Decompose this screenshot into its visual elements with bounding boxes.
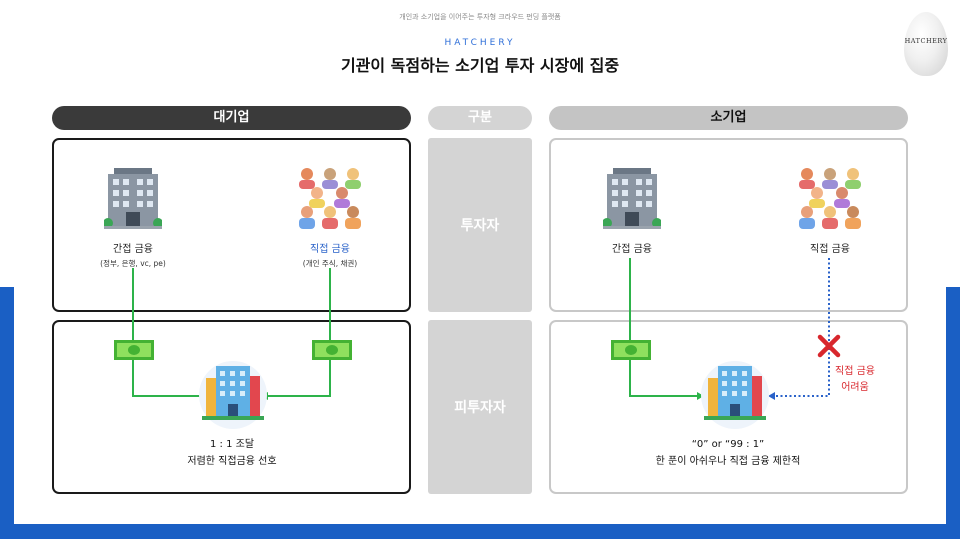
company-building-icon: [199, 361, 267, 429]
left-indirect-finance-sub: (정부, 은행, vc, pe): [100, 259, 166, 268]
office-building-icon: [603, 168, 661, 229]
logo-text: HATCHERY: [904, 37, 948, 45]
crowd-people-icon: [799, 168, 861, 229]
row-label-investor: 투자자: [460, 218, 500, 234]
header-tagline: 개인과 소기업을 이어주는 투자형 크라우드 펀딩 플랫폼: [399, 13, 561, 21]
blocked-x-icon: [817, 334, 841, 358]
left-direct-finance-sub: (개인 주식, 채권): [302, 259, 358, 268]
office-building-icon: [104, 168, 162, 229]
right-direct-finance-label: 직접 금융: [810, 244, 850, 255]
money-bill-icon: [114, 340, 154, 360]
row-label-investor-box: [428, 138, 532, 312]
left-indirect-finance-label: 간접 금융: [113, 244, 153, 255]
row-label-investee-box: [428, 320, 532, 494]
left-caption-line2: 저렴한 직접금융 선호: [187, 456, 277, 467]
right-indirect-finance-label: 간접 금융: [612, 244, 652, 255]
money-bill-icon: [611, 340, 651, 360]
right-caption-line1: “0” or “99 : 1”: [691, 439, 765, 450]
column-header-large-company: 대기업: [52, 106, 411, 130]
header-brand: HATCHERY: [444, 38, 516, 48]
column-header-small-company: 소기업: [549, 106, 908, 130]
blocked-direct-finance-line2: 어려움: [841, 382, 869, 393]
left-caption-line1: 1 : 1 조달: [209, 439, 255, 450]
money-bill-icon: [312, 340, 352, 360]
egg-logo-icon: [904, 12, 948, 76]
column-header-category: 구분: [428, 106, 532, 130]
page-title: 기관이 독점하는 소기업 투자 시장에 집중: [340, 56, 620, 75]
crowd-people-icon: [299, 168, 361, 229]
left-direct-finance-label: 직접 금융: [310, 244, 350, 255]
row-label-investee: 피투자자: [454, 400, 506, 416]
company-building-icon: [701, 361, 769, 429]
blocked-direct-finance-line1: 직접 금융: [835, 366, 875, 377]
right-caption-line2: 한 푼이 아쉬우나 직접 금융 제한적: [655, 456, 801, 467]
